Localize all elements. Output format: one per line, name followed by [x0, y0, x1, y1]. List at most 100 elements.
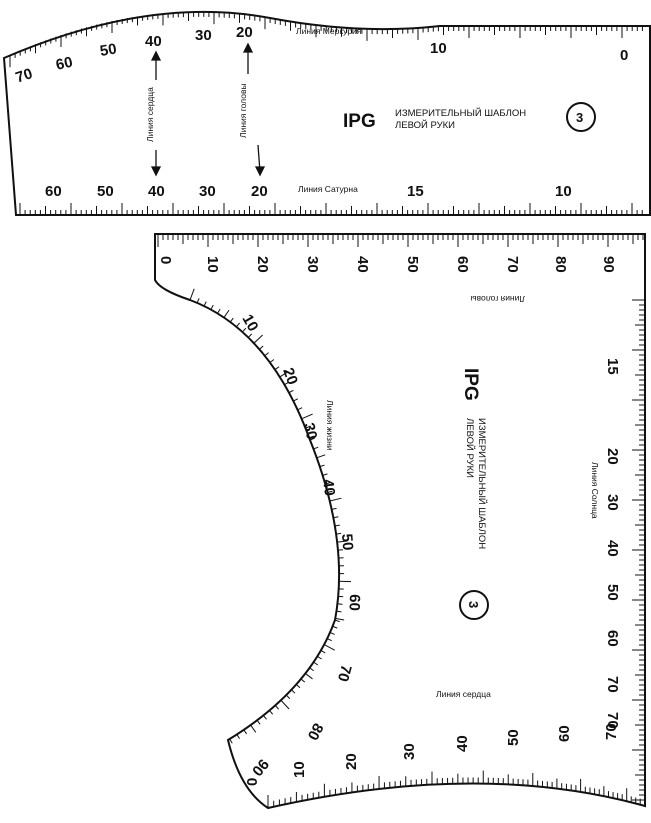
top-title-line1: ИЗМЕРИТЕЛЬНЫЙ ШАБЛОН: [395, 107, 526, 119]
ruler-tick: [223, 309, 230, 318]
bot-top-num-20: 20: [254, 256, 271, 273]
ruler-tick: [217, 308, 221, 314]
ruler-tick: [337, 540, 347, 543]
ruler-tick: [242, 327, 247, 333]
bot-bottom-num-40: 40: [454, 735, 471, 752]
top-lower-num-10: 10: [555, 183, 572, 200]
top-title-line2: ЛЕВОЙ РУКИ: [395, 119, 455, 131]
ruler-tick: [247, 333, 253, 338]
top-lower-num-15: 15: [407, 183, 424, 200]
top-lower-num-40: 40: [148, 183, 165, 200]
curve-num-20: 20: [279, 366, 301, 387]
ruler-tick: [313, 661, 319, 666]
bottom-template-bottom-ticks: [267, 770, 646, 808]
ruler-tick: [325, 482, 331, 485]
ruler-tick: [229, 317, 234, 323]
ruler-tick: [323, 644, 335, 651]
ruler-tick: [327, 490, 333, 494]
top-upper-num-60: 60: [54, 54, 74, 74]
ruler-tick: [333, 516, 339, 519]
curve-num-50: 50: [338, 533, 356, 551]
top-upper-num-40: 40: [145, 33, 162, 50]
ruler-tick: [305, 425, 311, 429]
ruler-tick: [203, 301, 207, 307]
bot-bottom-num-60: 60: [556, 725, 573, 742]
top-template-upper-ticks: [9, 11, 643, 68]
top-upper-num-30: 30: [195, 27, 212, 44]
bot-top-num-80: 80: [552, 256, 569, 273]
bot-top-num-60: 60: [454, 256, 471, 273]
ruler-tick: [334, 524, 340, 527]
ruler-tick: [335, 617, 345, 621]
ruler-tick: [250, 724, 257, 733]
right-num-70: 70: [604, 676, 621, 693]
saturn-line-label: Линия Сатурна: [298, 184, 358, 194]
ruler-tick: [269, 710, 274, 715]
ruler-tick: [309, 437, 315, 441]
right-num-70b: 70: [604, 712, 621, 729]
top-template: 70 60 50 40 30 20 10 0 Линия Меркурия Ли…: [2, 10, 651, 216]
bot-top-num-70: 70: [504, 256, 521, 273]
right-num-30: 30: [604, 494, 621, 511]
ruler-tick: [196, 298, 200, 304]
ruler-tick: [229, 738, 233, 744]
ruler-tick: [269, 359, 275, 363]
bottom-template: 0 10 20 30 40 50 60 70 80 90 Линия голов…: [154, 233, 646, 810]
ruler-tick: [295, 684, 301, 689]
ruler-tick: [279, 371, 288, 378]
bot-top-num-0: 0: [157, 256, 174, 264]
ruler-tick: [236, 734, 240, 739]
head-line-label-top: Линия головы: [238, 83, 248, 138]
ruler-tick: [309, 667, 314, 672]
mercury-line-label: Линия Меркурия: [296, 26, 362, 36]
bot-bottom-num-30: 30: [401, 743, 418, 760]
top-lower-num-60: 60: [45, 183, 62, 200]
curve-num-10: 10: [239, 312, 262, 335]
bot-top-num-50: 50: [404, 256, 421, 273]
curve-num-30: 30: [300, 421, 320, 441]
right-num-50: 50: [604, 584, 621, 601]
ruler-tick: [309, 435, 315, 439]
curve-num-60: 60: [345, 594, 363, 611]
bottom-title-line1: ИЗМЕРИТЕЛЬНЫЙ ШАБЛОН: [476, 418, 488, 549]
top-upper-num-20: 20: [236, 24, 253, 41]
bot-top-num-10: 10: [204, 256, 221, 273]
ruler-tick: [329, 497, 342, 502]
top-number-circle: [566, 102, 596, 132]
top-arrows: [150, 42, 266, 177]
right-num-40: 40: [604, 540, 621, 557]
top-upper-num-50: 50: [99, 40, 118, 59]
ruler-tick: [243, 729, 248, 735]
bottom-brand-logo: IPG: [460, 368, 481, 401]
bot-bottom-num-50: 50: [505, 729, 522, 746]
ruler-tick: [297, 407, 303, 411]
ruler-tick: [189, 288, 195, 301]
bottom-template-curve-ticks: [189, 288, 352, 744]
ruler-tick: [293, 398, 299, 402]
ruler-tick: [284, 381, 290, 386]
top-template-lower-ticks: [19, 203, 643, 215]
ruler-tick: [305, 673, 313, 680]
ruler-tick: [320, 650, 326, 654]
ruler-tick: [334, 619, 340, 623]
sun-line-label: Линия Солнца: [590, 462, 600, 519]
ruler-tick: [326, 638, 332, 642]
ruler-tick: [259, 345, 264, 350]
bottom-template-number: 3: [466, 601, 481, 608]
ruler-tick: [291, 689, 296, 694]
ruler-tick: [280, 699, 290, 710]
life-line-label: Линия жизни: [325, 400, 335, 451]
bot-bottom-num-10: 10: [291, 761, 308, 778]
head-line-label-bottom: Линия головы: [470, 294, 525, 304]
ruler-tick: [336, 610, 342, 613]
bot-bottom-num-0: 0: [244, 778, 261, 786]
ruler-tick: [274, 366, 280, 370]
ruler-tick: [210, 304, 214, 310]
ruler-tick: [274, 705, 279, 710]
ruler-tick: [331, 507, 337, 510]
bot-bottom-num-20: 20: [343, 753, 360, 770]
top-lower-num-20: 20: [251, 183, 268, 200]
bottom-title-line2: ЛЕВОЙ РУКИ: [464, 418, 476, 478]
bot-top-num-40: 40: [354, 256, 371, 273]
